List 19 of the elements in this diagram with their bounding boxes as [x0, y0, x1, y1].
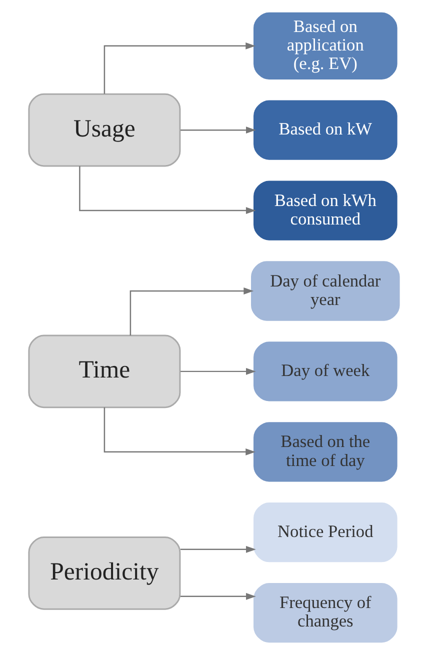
node-box: Periodicity	[28, 536, 181, 610]
arrow	[180, 126, 256, 134]
arrow	[180, 546, 256, 553]
arrow	[130, 288, 254, 336]
node-box: Time	[28, 334, 181, 408]
arrow	[104, 407, 256, 456]
arrow	[180, 592, 256, 600]
node-box: Usage	[28, 93, 181, 167]
node-box: Day of week	[253, 342, 398, 402]
node-box: Based on application (e.g. EV)	[253, 12, 398, 80]
arrow	[104, 42, 256, 94]
node-box: Day of calendar year	[251, 261, 400, 321]
arrow	[180, 368, 256, 375]
node-box: Based on the time of day	[253, 422, 398, 482]
node-box: Notice Period	[253, 502, 398, 562]
node-box: Frequency of changes	[253, 582, 398, 643]
node-box: Based on kW	[253, 100, 398, 160]
node-box: Based on kWh consumed	[253, 180, 398, 240]
arrow	[79, 166, 256, 214]
